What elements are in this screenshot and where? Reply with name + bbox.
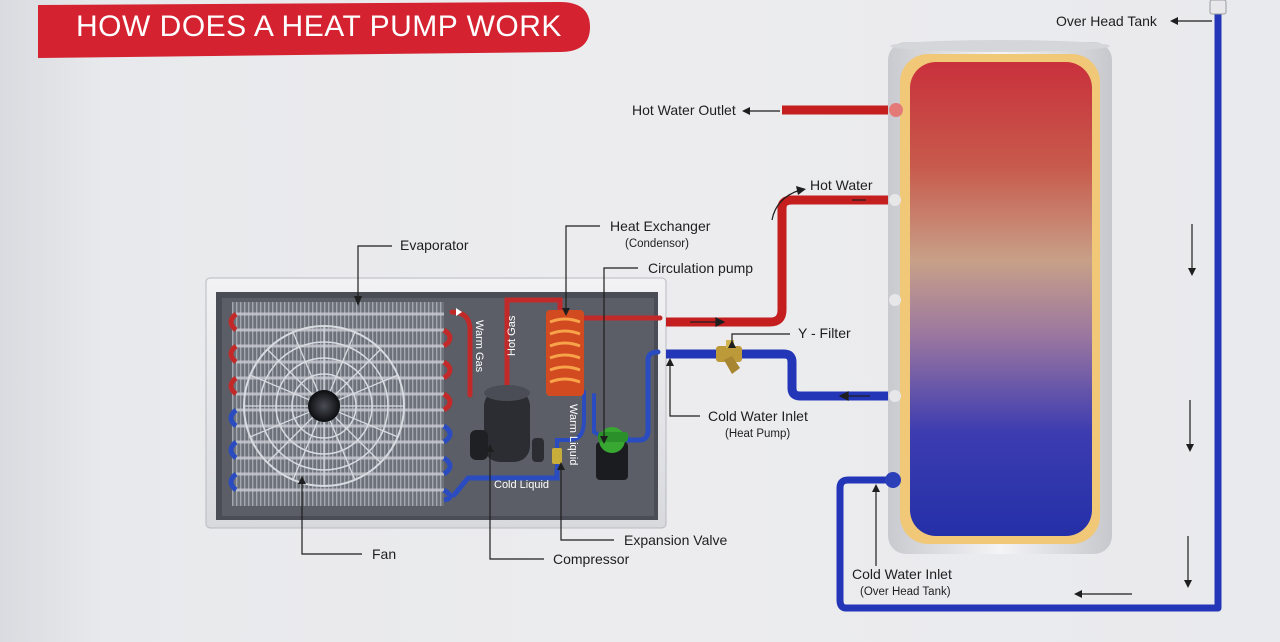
- hot-gas-label: Hot Gas: [506, 315, 518, 356]
- label-heat-exchanger: Heat Exchanger: [610, 218, 711, 234]
- label-over-head-tank-sub: (Over Head Tank): [860, 586, 951, 598]
- label-hot-water: Hot Water: [810, 177, 873, 193]
- fan-hub: [308, 390, 340, 422]
- label-heat-pump-sub: (Heat Pump): [725, 428, 790, 440]
- label-fan: Fan: [372, 546, 396, 562]
- arrow-heads: [298, 17, 1196, 598]
- cold-liquid-label: Cold Liquid: [494, 479, 549, 491]
- hot-gas-pipe: [504, 297, 563, 395]
- label-condensor: (Condensor): [625, 238, 689, 250]
- pipe-flow-arrows: [456, 199, 870, 401]
- cold-liquid-pipe: [451, 467, 560, 498]
- label-over-head-tank: Over Head Tank: [1056, 13, 1158, 29]
- leader-lines: [301, 20, 1212, 595]
- label-y-filter: Y - Filter: [798, 325, 851, 341]
- label-cold-water-inlet-hp: Cold Water Inlet: [708, 408, 808, 424]
- coil-bends-right: [442, 327, 453, 503]
- label-cold-water-inlet-oht: Cold Water Inlet: [852, 566, 952, 582]
- external-pipes: [666, 10, 1222, 612]
- warm-gas-pipe: [449, 309, 473, 398]
- labels: Over Head Tank Hot Water Outlet Hot Wate…: [372, 13, 1158, 598]
- overhead-valve: [1209, 0, 1227, 15]
- label-compressor: Compressor: [553, 551, 630, 567]
- circulation-pump: [596, 427, 628, 480]
- over-head-tank-pipe: [836, 10, 1222, 612]
- label-expansion-valve: Expansion Valve: [624, 532, 727, 548]
- label-circulation-pump: Circulation pump: [648, 260, 753, 276]
- refrigerant-pipes: [449, 297, 663, 498]
- heat-exchanger: [546, 310, 584, 396]
- storage-tank: [885, 40, 1112, 554]
- page-title: HOW DOES A HEAT PUMP WORK: [76, 10, 562, 43]
- y-filter: [716, 340, 742, 374]
- warm-gas-label: Warm Gas: [473, 320, 485, 373]
- cold-water-hp-pipe: [666, 349, 892, 401]
- expansion-valve: [552, 448, 562, 464]
- compressor: [470, 385, 544, 462]
- label-evaporator: Evaporator: [400, 237, 469, 253]
- hot-water-pipe: [666, 195, 892, 327]
- label-hot-water-outlet: Hot Water Outlet: [632, 102, 736, 118]
- warm-liquid-label: Warm Liquid: [567, 404, 579, 465]
- coil-bends-left: [228, 312, 238, 492]
- fan: [243, 325, 405, 487]
- heat-pump-unit: Warm Gas Hot Gas Warm Liquid Cold Liquid: [205, 277, 667, 529]
- pump-to-inlet: [621, 349, 661, 443]
- warm-liquid-pipe: [555, 390, 586, 472]
- title-banner: HOW DOES A HEAT PUMP WORK: [38, 2, 590, 58]
